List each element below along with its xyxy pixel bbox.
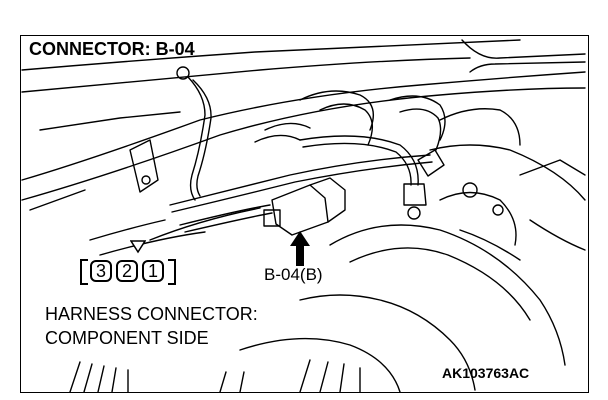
pin-1: 1 bbox=[142, 260, 164, 282]
harness-label-line1: HARNESS CONNECTOR: bbox=[45, 304, 258, 324]
key-triangle-icon bbox=[130, 240, 146, 254]
figure-id: AK103763AC bbox=[442, 365, 530, 381]
pin-3: 3 bbox=[90, 260, 112, 282]
bracket-left bbox=[80, 259, 88, 285]
connector-pin-diagram: 3 2 1 bbox=[80, 259, 190, 287]
pin-2: 2 bbox=[116, 260, 138, 282]
pointer-arrow bbox=[290, 231, 310, 266]
engine-bay-illustration bbox=[21, 39, 586, 393]
bracket-right bbox=[168, 259, 176, 285]
figure-title: CONNECTOR: B-04 bbox=[29, 39, 195, 59]
harness-label-line2: COMPONENT SIDE bbox=[45, 328, 209, 348]
connector-label: B-04(B) bbox=[264, 265, 323, 284]
